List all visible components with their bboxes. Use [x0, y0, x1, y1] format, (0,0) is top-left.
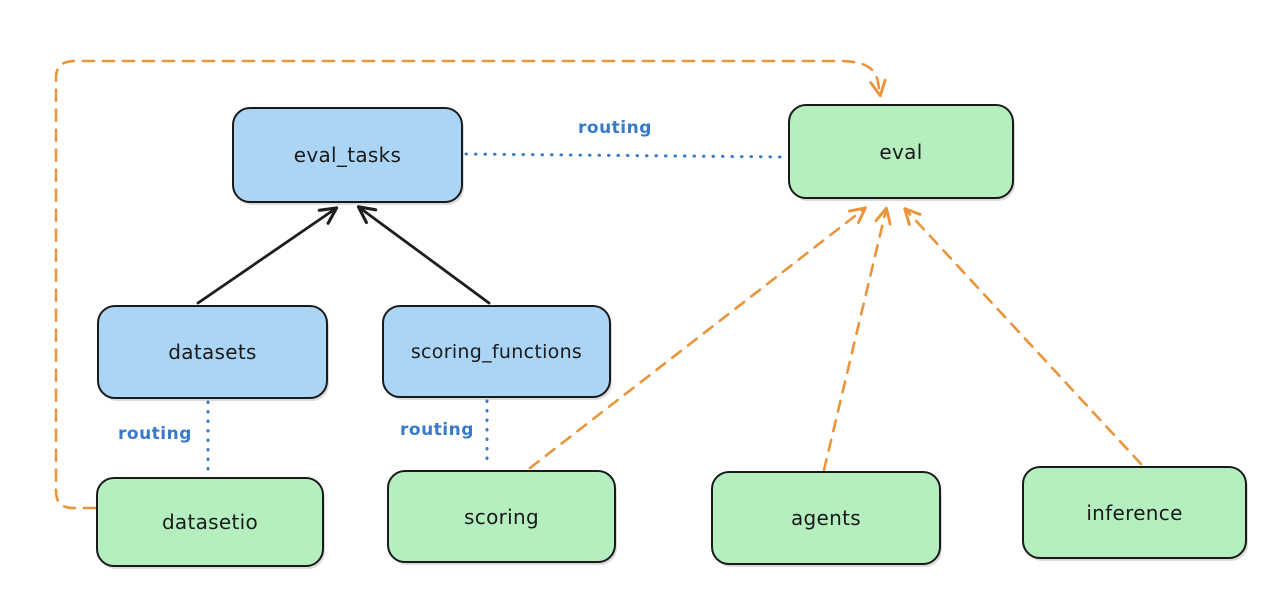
edge-label-routing-scoring-functions-scoring: routing [400, 420, 474, 440]
edge-eval-tasks-eval [464, 152, 788, 159]
edge-label-routing-datasets-datasetio: routing [118, 424, 192, 444]
node-datasetio-label: datasetio [161, 510, 259, 534]
node-datasets-label: datasets [168, 340, 257, 364]
node-scoring-functions: scoring_functions [382, 305, 611, 398]
edge-inference-eval [903, 207, 1143, 466]
node-eval-tasks-label: eval_tasks [293, 143, 402, 167]
edge-datasetio-eval [54, 59, 887, 510]
edge-datasets-eval-tasks [196, 206, 339, 305]
edge-scoring-functions-eval-tasks [356, 205, 491, 305]
node-eval-label: eval [879, 139, 923, 164]
node-scoring-functions-label: scoring_functions [410, 340, 583, 363]
node-eval-tasks: eval_tasks [232, 107, 463, 203]
edge-agents-eval [822, 206, 892, 472]
edge-label-routing-eval-tasks-eval: routing [578, 118, 652, 138]
node-agents-label: agents [791, 506, 861, 530]
node-eval: eval [788, 104, 1014, 199]
node-datasetio: datasetio [96, 477, 324, 567]
edge-scoring-eval [528, 206, 867, 470]
node-inference: inference [1022, 466, 1247, 559]
node-scoring: scoring [387, 470, 616, 563]
node-agents: agents [711, 471, 941, 565]
node-inference-label: inference [1086, 500, 1183, 525]
node-scoring-label: scoring [464, 504, 539, 529]
node-datasets: datasets [97, 305, 328, 399]
